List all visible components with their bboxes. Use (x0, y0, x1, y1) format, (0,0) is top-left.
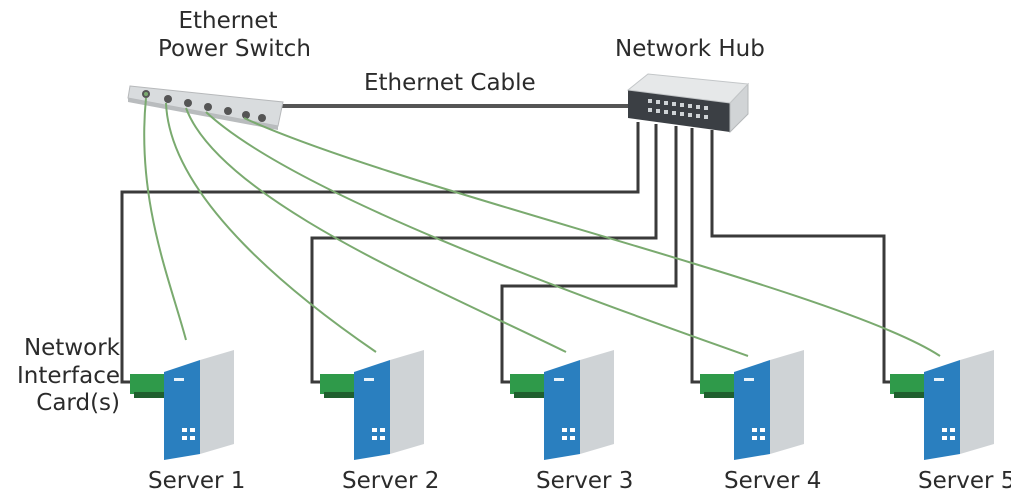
server-1 (130, 350, 234, 460)
nic-card-icon (510, 374, 550, 394)
power-switch-label: Ethernet Power Switch (158, 8, 311, 63)
power-cable-server-1 (143, 97, 187, 341)
network-hub-icon (626, 73, 750, 134)
ethernet-line-server-1 (120, 122, 640, 384)
nic-label-line-3: Card(s) (36, 390, 120, 417)
power-cable-server-2 (165, 102, 377, 353)
nic-label-line-2: Interface (17, 362, 120, 389)
power-cable-server-5 (243, 117, 941, 357)
power-cable-server-4 (205, 111, 749, 357)
server-5 (890, 350, 994, 460)
nic-card-icon (130, 374, 170, 394)
server-3 (510, 350, 614, 460)
power-switch-label-line-2: Power Switch (158, 35, 311, 62)
nic-label: Network Interface Card(s) (12, 335, 120, 418)
ethernet-line-server-5 (710, 130, 896, 384)
server-2 (320, 350, 424, 460)
nic-card-icon (890, 374, 930, 394)
server-label-3: Server 3 (536, 468, 634, 494)
ethernet-power-switch-icon (127, 85, 284, 130)
server-label-1: Server 1 (148, 468, 246, 494)
nic-card-icon (320, 374, 360, 394)
ethernet-line-server-2 (310, 124, 658, 384)
ethernet-line-server-3 (500, 126, 678, 384)
server-label-2: Server 2 (342, 468, 440, 494)
server-4 (700, 350, 804, 460)
ethernet-lines (120, 122, 896, 384)
server-label-5: Server 5 (918, 468, 1011, 494)
power-cables (143, 97, 941, 357)
nic-label-line-1: Network (23, 335, 120, 361)
nic-card-icon (700, 374, 740, 394)
network-hub-label: Network Hub (615, 36, 765, 62)
ethernet-cable-label: Ethernet Cable (364, 70, 536, 96)
power-cable-server-3 (185, 107, 567, 353)
power-switch-label-line-1: Ethernet (178, 8, 278, 34)
server-label-4: Server 4 (724, 468, 822, 494)
ethernet-line-server-4 (690, 128, 706, 384)
